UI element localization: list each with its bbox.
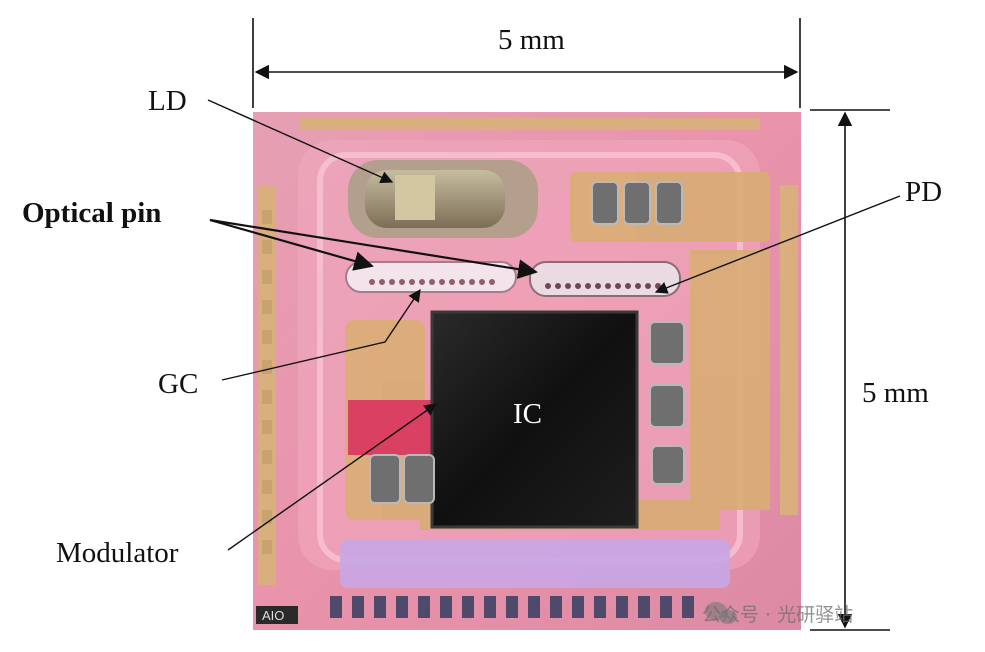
- modulator-region: [348, 400, 440, 455]
- capacitors: [369, 181, 685, 504]
- optical-pin-label: Optical pin: [22, 197, 161, 229]
- dim-top-label: 5 mm: [498, 24, 565, 56]
- gc-label: GC: [158, 368, 198, 400]
- bottom-pads: [330, 596, 694, 618]
- leader-lines: [207, 99, 901, 551]
- ic-label: IC: [513, 398, 542, 430]
- bottom-bus: [340, 540, 730, 588]
- ic-die: [430, 310, 639, 529]
- optical-pin-left-array: [345, 261, 517, 293]
- pd-label: PD: [905, 176, 942, 208]
- watermark-text: 公众号 · 光研驿站: [702, 604, 854, 626]
- dimension-right: [810, 109, 890, 631]
- ld-label: LD: [148, 85, 187, 117]
- dimension-top: [252, 18, 801, 108]
- dim-right-label: 5 mm: [862, 377, 929, 409]
- wechat-bubble-icon: [705, 602, 737, 624]
- chip-photo: AIO: [253, 112, 801, 630]
- chip-marking-text: AIO: [262, 608, 284, 623]
- corner-marking: AIO: [256, 606, 298, 624]
- modulator-label: Modulator: [56, 537, 179, 569]
